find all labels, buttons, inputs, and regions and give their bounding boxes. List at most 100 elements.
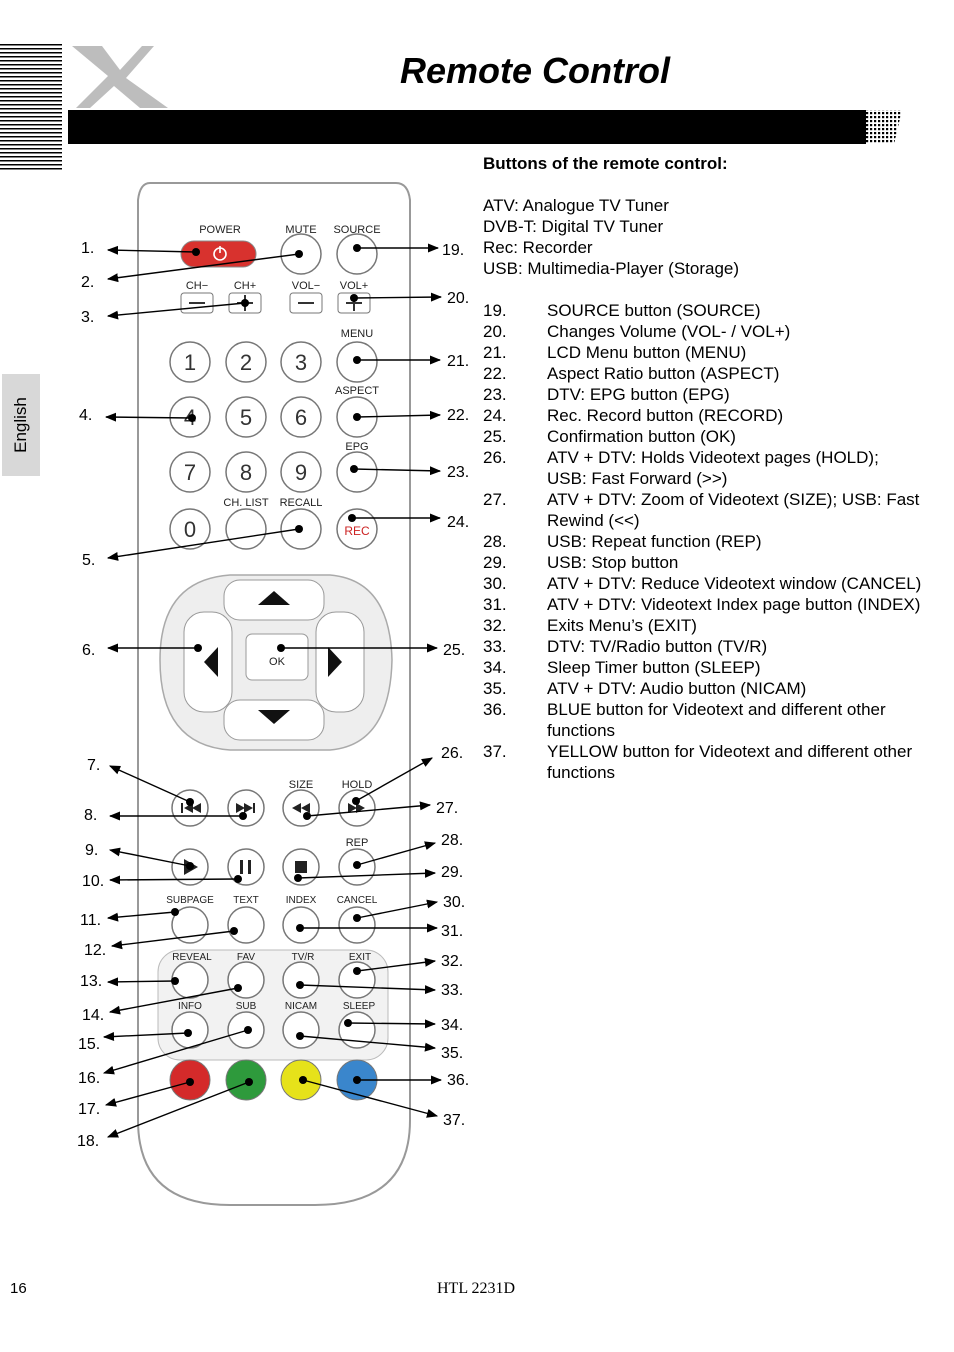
- vol-minus-label: VOL−: [292, 280, 320, 292]
- digit-9: 9: [295, 460, 307, 485]
- stop-icon: [295, 861, 307, 873]
- callout-21: 21.: [447, 353, 470, 370]
- text-label: TEXT: [233, 895, 259, 906]
- subpage-label: SUBPAGE: [166, 895, 214, 906]
- ok-button: [245, 633, 309, 681]
- list-item: 31.ATV + DTV: Videotext Index page butto…: [483, 595, 921, 614]
- callout-2: 2.: [81, 274, 95, 291]
- list-item: 25.Confirmation button (OK): [483, 427, 736, 446]
- callout-11: 11.: [80, 912, 102, 929]
- aspect-label: ASPECT: [335, 385, 379, 397]
- ch-plus-label: CH+: [234, 280, 256, 292]
- list-item: 27.ATV + DTV: Zoom of Videotext (SIZE); …: [483, 490, 920, 530]
- page-number: 16: [10, 1280, 27, 1297]
- digit-6-button: [280, 396, 322, 438]
- callout-10: 10.: [82, 873, 105, 890]
- callout-31: 31.: [441, 923, 464, 940]
- callout-26: 26.: [441, 745, 464, 762]
- index-label: INDEX: [286, 895, 317, 906]
- info-label: INFO: [178, 1001, 202, 1012]
- list-item: 37.YELLOW button for Videotext and diffe…: [483, 742, 913, 782]
- hold-label: HOLD: [342, 779, 373, 791]
- digit-2: 2: [240, 350, 252, 375]
- callout-dots: [171, 244, 361, 1086]
- rep-label: REP: [346, 837, 369, 849]
- exit-button: [338, 961, 376, 999]
- callout-15: 15.: [78, 1036, 101, 1053]
- rewind-icon: [292, 803, 310, 813]
- callout-22: 22.: [447, 407, 470, 424]
- list-item: 28.USB: Repeat function (REP): [483, 532, 762, 551]
- ch-list-button: [225, 508, 267, 550]
- callout-12: 12.: [84, 942, 107, 959]
- callout-9: 9.: [85, 842, 99, 859]
- callout-29: 29.: [441, 864, 464, 881]
- list-item: 24.Rec. Record button (RECORD): [483, 406, 784, 425]
- bottom-panel: [157, 949, 389, 1061]
- digit-7-button: [169, 451, 211, 493]
- model-name: HTL 2231D: [437, 1280, 516, 1297]
- callout-19: 19.: [442, 242, 465, 259]
- x-brand-logo: [72, 46, 168, 108]
- digit-9-button: [280, 451, 322, 493]
- digit-0-button: [169, 508, 211, 550]
- digit-6: 6: [295, 405, 307, 430]
- reveal-label: REVEAL: [172, 952, 212, 963]
- source-button: [336, 233, 378, 275]
- digit-8: 8: [240, 460, 252, 485]
- descriptions-heading: Buttons of the remote control:: [483, 154, 728, 173]
- callout-24: 24.: [447, 514, 470, 531]
- digit-1-button: [169, 341, 211, 383]
- digit-3-button: [280, 341, 322, 383]
- list-item: 34.Sleep Timer button (SLEEP): [483, 658, 761, 677]
- digit-8-button: [225, 451, 267, 493]
- button-descriptions: Buttons of the remote control: ATV: Anal…: [483, 153, 923, 783]
- header-bar: [68, 110, 866, 144]
- callout-18: 18.: [77, 1133, 100, 1150]
- ch-list-label: CH. LIST: [223, 497, 269, 509]
- callout-7: 7.: [87, 757, 101, 774]
- callout-32: 32.: [441, 953, 464, 970]
- callout-30: 30.: [443, 894, 466, 911]
- definition-dvbt: DVB-T: Digital TV Tuner: [483, 217, 664, 236]
- abbreviation-list: ATV: Analogue TV Tuner DVB-T: Digital TV…: [483, 195, 923, 279]
- power-button: [180, 240, 257, 268]
- arrow-up-icon: [258, 591, 290, 605]
- power-label: POWER: [199, 224, 241, 236]
- mute-label: MUTE: [285, 224, 316, 236]
- list-item: 30.ATV + DTV: Reduce Videotext window (C…: [483, 574, 922, 593]
- pause-icon: [240, 860, 251, 874]
- digit-2-button: [225, 341, 267, 383]
- callout-17: 17.: [78, 1101, 101, 1118]
- header-bar-dots: [858, 110, 902, 144]
- subpage-button: [171, 906, 209, 944]
- tvr-button: [282, 961, 320, 999]
- ch-minus-label: CH−: [186, 280, 208, 292]
- list-item: 26.ATV + DTV: Holds Videotext pages (HOL…: [483, 448, 879, 488]
- definition-atv: ATV: Analogue TV Tuner: [483, 196, 669, 215]
- callout-6: 6.: [82, 642, 96, 659]
- recall-label: RECALL: [280, 497, 323, 509]
- exit-label: EXIT: [349, 952, 371, 963]
- list-item: 21.LCD Menu button (MENU): [483, 343, 747, 362]
- text-button: [227, 906, 265, 944]
- list-item: 19.SOURCE button (SOURCE): [483, 301, 761, 320]
- list-item: 33.DTV: TV/Radio button (TV/R): [483, 637, 768, 656]
- sub-label: SUB: [236, 1001, 257, 1012]
- definition-usb: USB: Multimedia-Player (Storage): [483, 259, 740, 278]
- callout-5: 5.: [82, 552, 96, 569]
- skip-forward-icon: [236, 803, 255, 813]
- rec-button: [336, 508, 378, 550]
- epg-label: EPG: [345, 441, 368, 453]
- fav-button: [227, 961, 265, 999]
- callout-16: 16.: [78, 1070, 101, 1087]
- button-list: 19.SOURCE button (SOURCE) 20.Changes Vol…: [483, 300, 923, 783]
- cancel-button: [338, 906, 376, 944]
- list-item: 20.Changes Volume (VOL- / VOL+): [483, 322, 791, 341]
- cancel-label: CANCEL: [337, 895, 378, 906]
- list-item: 35.ATV + DTV: Audio button (NICAM): [483, 679, 807, 698]
- fast-forward-icon: [348, 803, 365, 813]
- callout-33: 33.: [441, 982, 464, 999]
- sleep-label: SLEEP: [343, 1001, 376, 1012]
- size-label: SIZE: [289, 779, 313, 791]
